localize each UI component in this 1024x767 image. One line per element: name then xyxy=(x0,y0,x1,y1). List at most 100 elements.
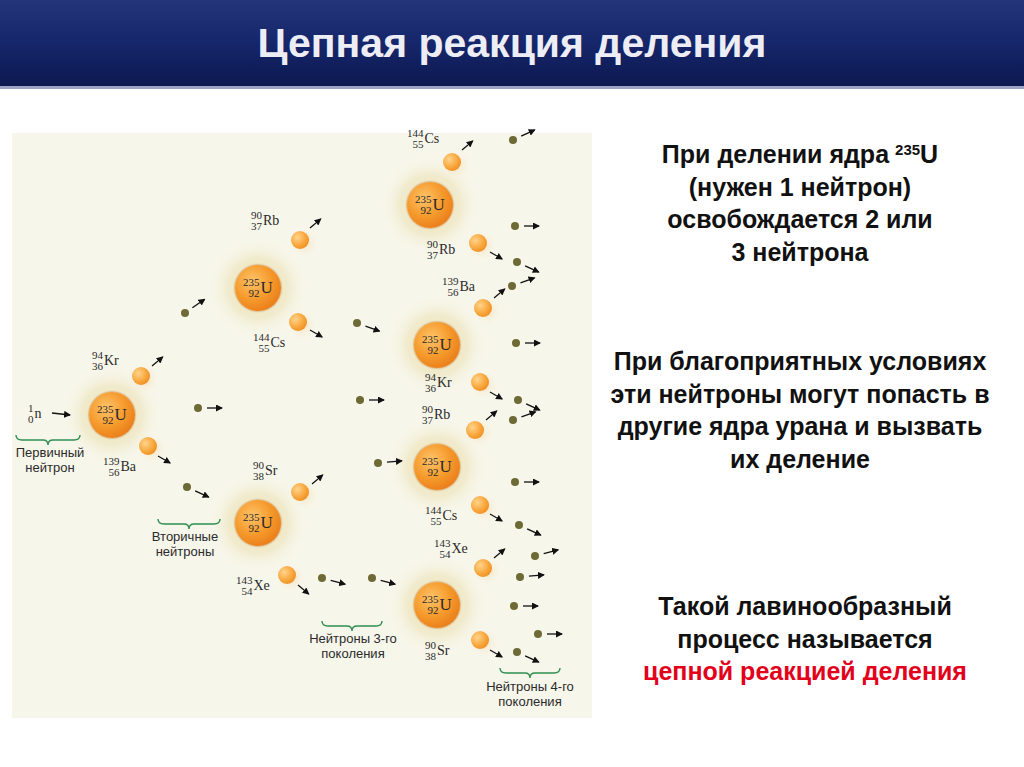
neutron-arrow xyxy=(547,633,562,634)
body-text: При благоприятных условиях эти нейтроны … xyxy=(600,345,1000,475)
fragment-glow xyxy=(289,228,319,258)
nucleus-glow xyxy=(208,473,308,573)
element-symbol: Cs xyxy=(271,335,286,351)
nuclide-notation: 9037Rb xyxy=(422,404,450,426)
mass-number: 1 xyxy=(28,403,34,414)
neutron-arrow xyxy=(526,404,540,410)
nuclide-notation: 14455Cs xyxy=(425,505,457,527)
neutron-dot xyxy=(516,573,524,581)
neutron-dot xyxy=(353,319,361,327)
fragment-arrow xyxy=(490,392,502,399)
mass-number: 94 xyxy=(425,372,436,383)
diagram-ground xyxy=(12,133,592,718)
text-line: При делении ядра 235U xyxy=(600,138,1000,171)
uranium-nucleus: 23592U xyxy=(407,182,453,228)
fragment-arrow xyxy=(152,357,163,366)
element-symbol: Kr xyxy=(437,375,452,391)
nuclide-numbers: 13956 xyxy=(442,276,459,298)
nuclide-notation: 9038Sr xyxy=(425,640,449,662)
mass-number: 144 xyxy=(407,128,424,139)
element-symbol: U xyxy=(261,513,273,533)
fission-fragment: 14354Xe xyxy=(474,559,492,577)
element-symbol: U xyxy=(440,335,452,355)
charge-number: 56 xyxy=(448,287,459,298)
charge-number: 55 xyxy=(431,516,442,527)
charge-number: 54 xyxy=(440,549,451,560)
nuclide-notation: 23592U xyxy=(243,277,273,299)
fragment-arrow xyxy=(490,514,502,521)
body-text: При делении ядра xyxy=(662,140,889,168)
element-symbol: Rb xyxy=(263,213,279,229)
neutron-dot xyxy=(510,602,518,610)
fission-fragment: 14354Xe xyxy=(278,566,296,584)
nuclide-notation: 14354Xe xyxy=(236,575,270,597)
nuclide-notation: 9037Rb xyxy=(427,239,455,261)
neutron-dot xyxy=(513,258,521,266)
neutron-dot xyxy=(318,574,326,582)
nuclide-numbers: 23592 xyxy=(97,404,114,426)
neutron-arrow xyxy=(387,461,402,462)
fragment-label: 9037Rb xyxy=(251,205,279,232)
fission-fragment: 13956Ba xyxy=(474,299,492,317)
uranium-nucleus: 23592U xyxy=(235,500,281,546)
element-symbol: U xyxy=(261,278,273,298)
neutron-dot xyxy=(511,478,519,486)
mass-number: 143 xyxy=(236,575,253,586)
charge-number: 37 xyxy=(427,250,438,261)
fragment-arrow xyxy=(490,252,502,259)
nuclide-notation: 9436Kr xyxy=(92,350,119,372)
nuclide-numbers: 23592 xyxy=(422,334,439,356)
mass-number: 235 xyxy=(422,594,439,605)
mass-number: 139 xyxy=(442,276,459,287)
nuclide-numbers: 9037 xyxy=(422,404,433,426)
fragment-label: 13956Ba xyxy=(103,451,136,478)
mass-number: 90 xyxy=(253,460,264,471)
glow-group xyxy=(62,150,502,658)
fragment-label: 14455Cs xyxy=(253,327,285,354)
fragment-arrow xyxy=(298,585,309,594)
fragment-glow xyxy=(469,370,499,400)
body-text: U xyxy=(920,140,938,168)
fission-fragment: 14455Cs xyxy=(443,153,461,171)
nuclide-notation: 13956Ba xyxy=(103,456,136,478)
charge-number: 37 xyxy=(422,415,433,426)
charge-number: 54 xyxy=(242,586,253,597)
highlight-text: цепной реакцией деления xyxy=(600,655,1010,688)
element-symbol: Xe xyxy=(254,578,270,594)
element-symbol: n xyxy=(35,406,42,422)
neutron-dot xyxy=(368,574,376,582)
uranium-nucleus: 23592U xyxy=(414,582,460,628)
nuclide-notation: 23592U xyxy=(97,404,127,426)
superscript: 235 xyxy=(895,141,920,158)
charge-number: 56 xyxy=(108,467,119,478)
charge-number: 92 xyxy=(428,345,439,356)
charge-number: 0 xyxy=(28,414,34,425)
charge-number: 92 xyxy=(428,467,439,478)
nuclide-numbers: 14354 xyxy=(434,538,451,560)
fragment-glow xyxy=(287,310,317,340)
nuclide-numbers: 14455 xyxy=(253,332,270,354)
caption-label: Нейтроны 4-го поколения xyxy=(468,680,592,710)
mass-number: 143 xyxy=(434,538,451,549)
slide-title: Цепная реакция деления xyxy=(0,0,1024,86)
fission-fragment: 9038Sr xyxy=(291,483,309,501)
charge-number: 92 xyxy=(249,523,260,534)
fission-fragment: 9037Rb xyxy=(291,231,309,249)
neutron-arrow xyxy=(195,491,209,497)
element-symbol: Cs xyxy=(443,508,458,524)
nuclide-numbers: 14455 xyxy=(407,128,424,150)
nuclide-numbers: 23592 xyxy=(422,456,439,478)
uranium-nucleus: 23592U xyxy=(414,322,460,368)
caption-label: Нейтроны 3-го поколения xyxy=(296,632,410,662)
nuclide-numbers: 9038 xyxy=(425,640,436,662)
nuclide-notation: 14354Xe xyxy=(434,538,468,560)
neutron-arrow xyxy=(369,399,384,400)
fragment-glow xyxy=(130,364,160,394)
mass-number: 235 xyxy=(415,194,432,205)
neutron-arrow xyxy=(544,550,558,554)
nuclide-notation: 13956Ba xyxy=(442,276,475,298)
fragment-glow xyxy=(441,150,471,180)
element-symbol: U xyxy=(440,595,452,615)
neutron-arrow xyxy=(52,413,70,415)
neutron-arrow xyxy=(523,605,538,606)
